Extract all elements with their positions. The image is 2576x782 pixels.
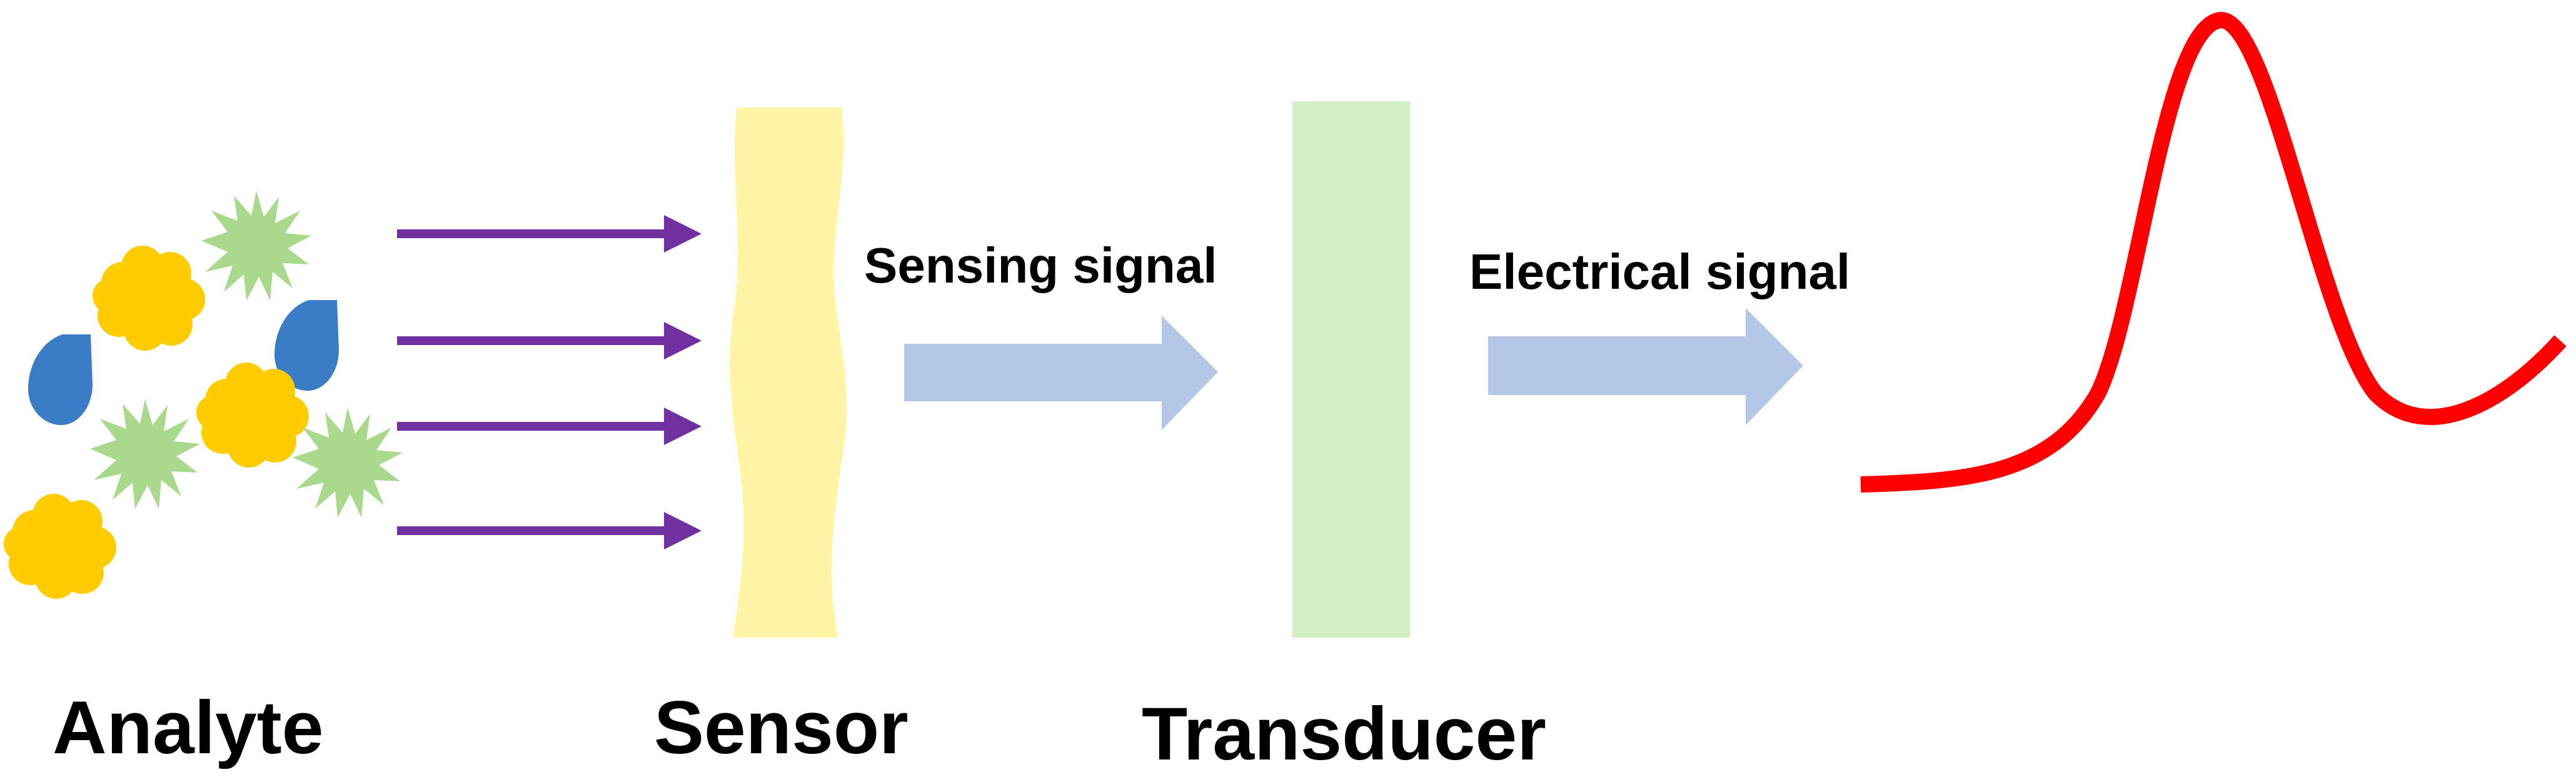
transducer-bar bbox=[1292, 101, 1410, 638]
transducer-label: Transducer bbox=[1142, 692, 1546, 776]
electrical-signal-label: Electrical signal bbox=[1469, 244, 1850, 299]
input-arrows bbox=[397, 215, 702, 549]
analyte-cluster bbox=[4, 191, 403, 599]
cloud-analyte-icon bbox=[4, 494, 116, 599]
star-analyte-icon bbox=[201, 191, 311, 301]
cloud-analyte-icon bbox=[93, 246, 205, 351]
arrow-icon bbox=[397, 512, 702, 549]
arrow-icon bbox=[397, 408, 702, 445]
arrow-icon bbox=[397, 215, 702, 253]
droplet-analyte-icon bbox=[28, 334, 93, 425]
peak-curve-icon bbox=[1860, 11, 2567, 493]
star-analyte-icon bbox=[293, 408, 403, 518]
sensor-strip bbox=[730, 108, 847, 638]
arrow-icon bbox=[397, 322, 702, 359]
sensor-label: Sensor bbox=[654, 686, 908, 769]
sensing-signal-arrow bbox=[904, 316, 1218, 430]
star-analyte-icon bbox=[90, 399, 200, 509]
sensing-signal-label: Sensing signal bbox=[864, 238, 1217, 293]
electrical-signal-arrow bbox=[1488, 308, 1803, 425]
analyte-label: Analyte bbox=[53, 686, 323, 769]
